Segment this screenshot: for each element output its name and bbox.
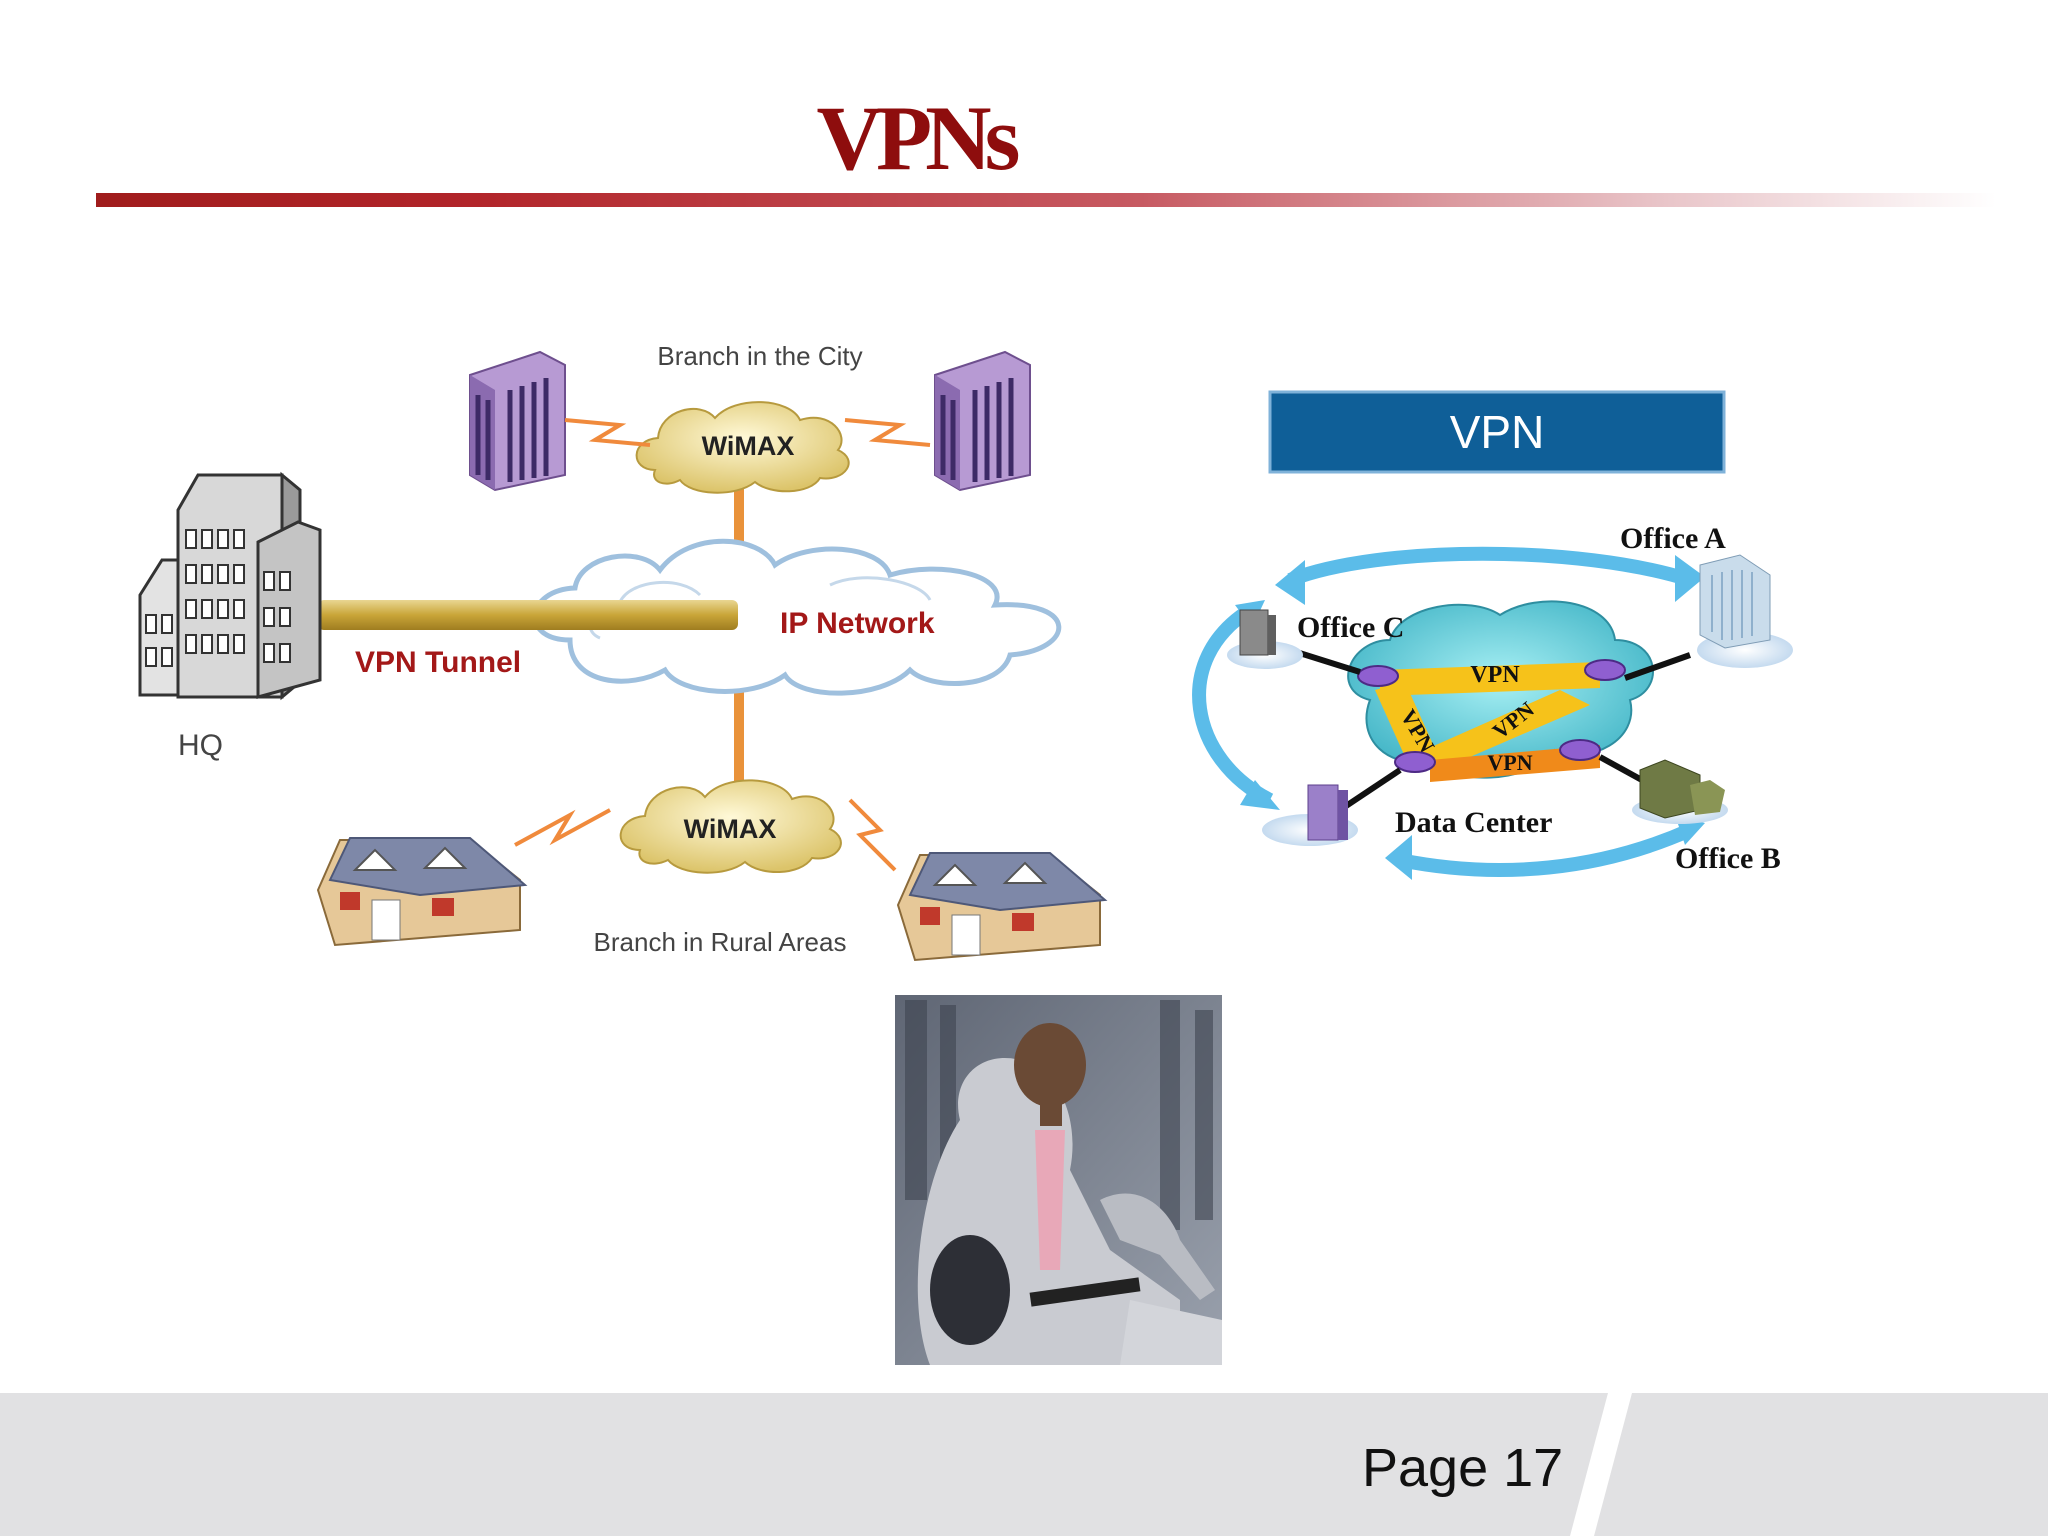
vpn-tunnel-label: VPN Tunnel	[355, 646, 521, 679]
footer-divider	[1570, 1393, 1632, 1536]
vpn-bands	[1375, 662, 1600, 782]
cloud-outline	[532, 538, 1062, 696]
hq-label: HQ	[178, 729, 223, 762]
wireless-bolt-icon	[514, 808, 611, 847]
office-b-building-icon	[1632, 759, 1728, 824]
routers	[1357, 659, 1626, 773]
vpn-header-label: VPN	[1450, 406, 1545, 458]
office-c-label: Office C	[1297, 611, 1404, 644]
city-server-right-icon	[934, 350, 1031, 492]
title-underline	[96, 193, 1996, 207]
wimax-bottom-cloud: WiMAX	[619, 779, 842, 874]
ip-network-label: IP Network	[780, 607, 935, 640]
wimax-bottom-label: WiMAX	[684, 814, 777, 844]
wireless-bolt-icon	[564, 418, 651, 447]
footer-band	[0, 1393, 2048, 1536]
ip-network-cloud: IP Network	[532, 538, 1062, 696]
wireless-bolt-icon	[848, 798, 897, 872]
vpn-band-top-label: VPN	[1470, 662, 1520, 688]
router-icon	[1357, 665, 1399, 687]
city-server-left-icon	[469, 350, 566, 492]
data-center-label: Data Center	[1395, 806, 1552, 839]
office-c-server-icon	[1227, 609, 1303, 669]
businessman-photo	[895, 995, 1222, 1365]
router-icon	[1394, 751, 1436, 773]
data-center-server-icon	[1262, 784, 1358, 846]
office-a-label: Office A	[1620, 522, 1726, 555]
slide-title: VPNs	[816, 87, 1021, 189]
router-icon	[1584, 659, 1626, 681]
hq-building-icon	[138, 471, 322, 701]
left-network-diagram: IP Network VPN Tunnel HQ	[138, 341, 1108, 962]
branch-city-label: Branch in the City	[657, 341, 862, 371]
office-b-label: Office B	[1675, 842, 1781, 875]
office-a-building-icon	[1697, 554, 1793, 668]
vpn-header-box	[1268, 390, 1726, 474]
wimax-top-label: WiMAX	[702, 431, 795, 461]
diagram-canvas: IP Network VPN Tunnel HQ	[138, 341, 1793, 1365]
wireless-bolt-icon	[844, 418, 931, 447]
vpn-tunnel-tube	[318, 600, 738, 630]
rural-house-right-icon	[896, 852, 1108, 962]
wimax-top-cloud: WiMAX	[635, 401, 850, 494]
rural-house-left-icon	[316, 837, 528, 947]
vpn-band-bottom-label: VPN	[1487, 750, 1532, 775]
page-number: Page 17	[1362, 1438, 1564, 1498]
ring-arrows	[1192, 546, 1693, 877]
router-icon	[1559, 739, 1601, 761]
right-vpn-diagram: VPN VPN VPN VPN VPN	[1192, 390, 1793, 880]
branch-rural-label: Branch in Rural Areas	[594, 927, 847, 957]
